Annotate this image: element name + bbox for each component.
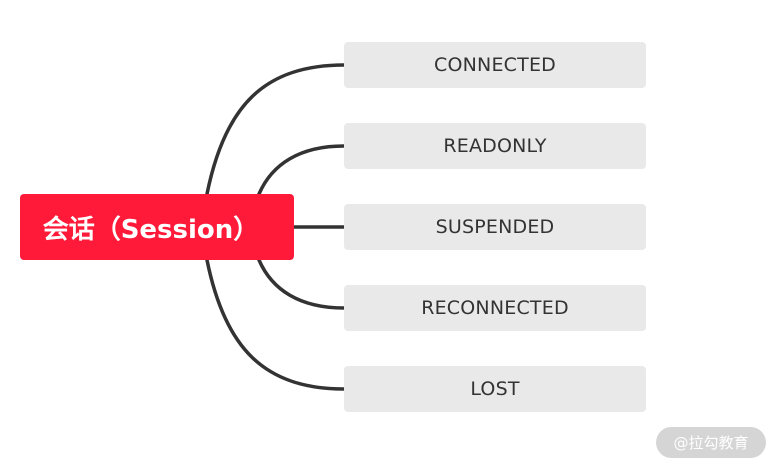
connector-connected (205, 63, 346, 196)
root-node-session: 会话（Session） (20, 194, 294, 260)
node-readonly: READONLY (344, 123, 646, 169)
node-suspended-label: SUSPENDED (435, 216, 555, 238)
node-lost: LOST (344, 366, 646, 412)
node-connected-label: CONNECTED (434, 54, 556, 76)
watermark-text: @拉勾教育 (673, 434, 749, 452)
connector-lost (205, 258, 346, 391)
connector-readonly (257, 144, 346, 196)
node-readonly-label: READONLY (443, 135, 547, 157)
node-reconnected-label: RECONNECTED (421, 297, 569, 319)
root-node-label: 会话（Session） (42, 214, 260, 245)
watermark-badge: @拉勾教育 (656, 427, 766, 458)
node-connected: CONNECTED (344, 42, 646, 88)
node-lost-label: LOST (470, 378, 520, 400)
connector-reconnected (257, 258, 346, 310)
node-reconnected: RECONNECTED (344, 285, 646, 331)
node-suspended: SUSPENDED (344, 204, 646, 250)
